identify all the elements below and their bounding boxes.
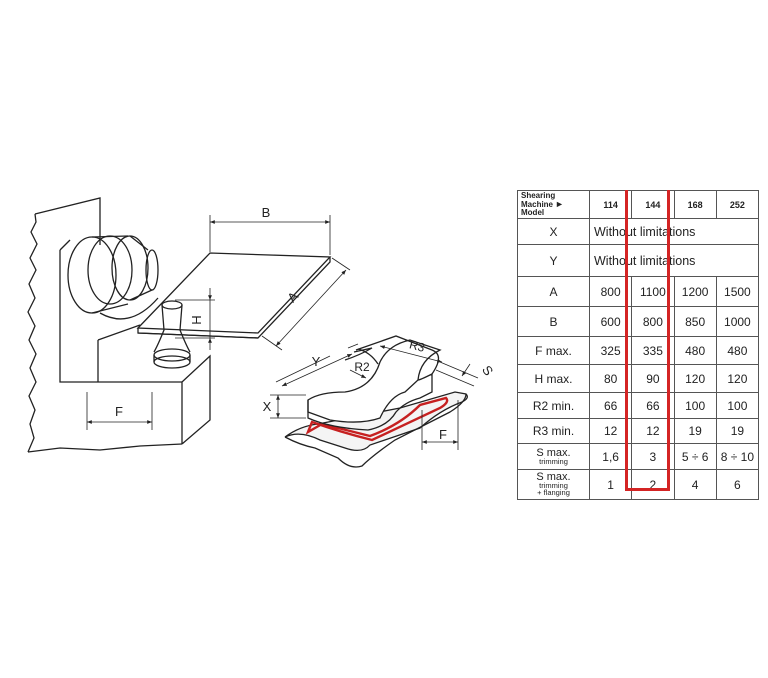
table-cell: 3 xyxy=(631,443,675,470)
table-row: H max. 80 90 120 120 xyxy=(517,364,760,393)
row-value: Without limitations xyxy=(589,244,759,277)
table-cell: 800 xyxy=(588,276,633,307)
model-column-header: 144 xyxy=(631,190,675,219)
table-cell: 480 xyxy=(715,336,760,365)
table-cell: 100 xyxy=(715,392,760,419)
table-row: R3 min. 12 12 19 19 xyxy=(517,418,760,444)
table-cell: 850 xyxy=(673,306,717,337)
specification-table: Shearing Machine► Model 114 144 168 252 … xyxy=(517,190,760,500)
table-row: A 800 1100 1200 1500 xyxy=(517,276,760,307)
row-label: H max. xyxy=(517,364,590,393)
row-label-main: S max. xyxy=(536,471,571,483)
header-line-1: Shearing xyxy=(521,191,556,200)
dimension-label-r2: R2 xyxy=(354,360,370,374)
table-cell: 1500 xyxy=(715,276,760,307)
table-row: S max. trimming + flanging 1 2 4 6 xyxy=(517,469,760,500)
shearing-machine-view xyxy=(27,197,351,453)
play-arrow-icon: ► xyxy=(555,199,564,209)
model-column-header: 252 xyxy=(715,190,760,219)
table-cell: 800 xyxy=(631,306,675,337)
table-row: R2 min. 66 66 100 100 xyxy=(517,392,760,419)
table-cell: 12 xyxy=(631,418,675,444)
row-label-sub: + flanging xyxy=(537,488,570,497)
row-label: S max. trimming xyxy=(517,443,590,470)
dimension-label-r3: R3 xyxy=(408,337,427,355)
row-value: Without limitations xyxy=(589,218,759,245)
dimension-label-s: S xyxy=(479,363,496,379)
table-cell: 325 xyxy=(588,336,633,365)
dimension-label-b: B xyxy=(262,205,271,220)
row-label-sub: trimming xyxy=(539,456,568,466)
row-label: A xyxy=(517,276,590,307)
table-cell: 120 xyxy=(715,364,760,393)
table-cell: 90 xyxy=(631,364,675,393)
table-cell: 600 xyxy=(588,306,633,337)
table-row: X Without limitations xyxy=(517,218,759,245)
table-cell: 66 xyxy=(588,392,633,419)
table-cell: 80 xyxy=(588,364,633,393)
table-cell: 480 xyxy=(673,336,717,365)
table-cell: 12 xyxy=(588,418,633,444)
dimension-label-h: H xyxy=(189,315,204,324)
table-cell: 1200 xyxy=(673,276,717,307)
table-row: F max. 325 335 480 480 xyxy=(517,336,760,365)
dimension-label-y: Y xyxy=(312,354,321,369)
header-line-2: Machine xyxy=(521,200,554,209)
table-header-row: Shearing Machine► Model 114 144 168 252 xyxy=(517,190,760,219)
table-row: S max. trimming 1,6 3 5 ÷ 6 8 ÷ 10 xyxy=(517,443,760,470)
dimension-label-f: F xyxy=(115,404,123,419)
row-label-main: S max. xyxy=(536,446,571,459)
table-cell: 6 xyxy=(715,469,760,500)
table-cell: 1100 xyxy=(631,276,675,307)
dimension-label-f: F xyxy=(439,427,447,442)
table-cell: 1000 xyxy=(715,306,760,337)
row-label: X xyxy=(517,218,590,245)
table-cell: 1,6 xyxy=(588,443,633,470)
table-cell: 2 xyxy=(631,469,675,500)
row-label: B xyxy=(517,306,590,337)
table-cell: 19 xyxy=(715,418,760,444)
model-header-cell: Shearing Machine► Model xyxy=(517,190,590,219)
row-label: R2 min. xyxy=(517,392,590,419)
table-row: Y Without limitations xyxy=(517,244,759,277)
table-cell: 4 xyxy=(673,469,717,500)
table-cell: 100 xyxy=(673,392,717,419)
row-label: S max. trimming + flanging xyxy=(517,469,590,500)
table-cell: 1 xyxy=(588,469,633,500)
table-cell: 120 xyxy=(673,364,717,393)
table-row: B 600 800 850 1000 xyxy=(517,306,760,337)
table-cell: 8 ÷ 10 xyxy=(715,443,760,470)
table-cell: 335 xyxy=(631,336,675,365)
header-line-3: Model xyxy=(521,208,545,217)
table-cell: 5 ÷ 6 xyxy=(673,443,717,470)
table-cell: 19 xyxy=(673,418,717,444)
workpiece-view xyxy=(270,335,479,468)
row-label: R3 min. xyxy=(517,418,590,444)
model-column-header: 168 xyxy=(673,190,717,219)
model-column-header: 114 xyxy=(588,190,633,219)
row-label: F max. xyxy=(517,336,590,365)
row-label: Y xyxy=(517,244,590,277)
row-label-sub: trimming xyxy=(539,481,568,490)
table-cell: 66 xyxy=(631,392,675,419)
right-view-labels: Y R2 R3 S X F xyxy=(263,337,497,442)
dimension-label-x: X xyxy=(263,399,272,414)
